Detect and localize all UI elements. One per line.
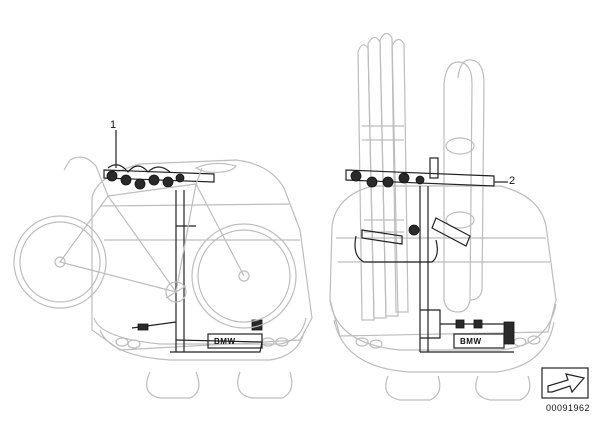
right-carrier-frame [345, 157, 515, 353]
snowboards [443, 59, 485, 313]
left-vehicle-rear [91, 159, 313, 399]
right-brand-plate: BMW [460, 337, 482, 346]
skis [357, 32, 409, 321]
callout-2-label: 2 [509, 175, 516, 187]
diagram-id: 00091962 [546, 403, 591, 413]
right-vehicle-rear [329, 185, 557, 401]
callout-1-label: 1 [110, 119, 117, 131]
left-brand-plate: BMW [214, 337, 236, 346]
left-carrier-frame [103, 164, 263, 353]
bicycle [13, 156, 297, 329]
arrow-icon[interactable] [541, 367, 589, 399]
